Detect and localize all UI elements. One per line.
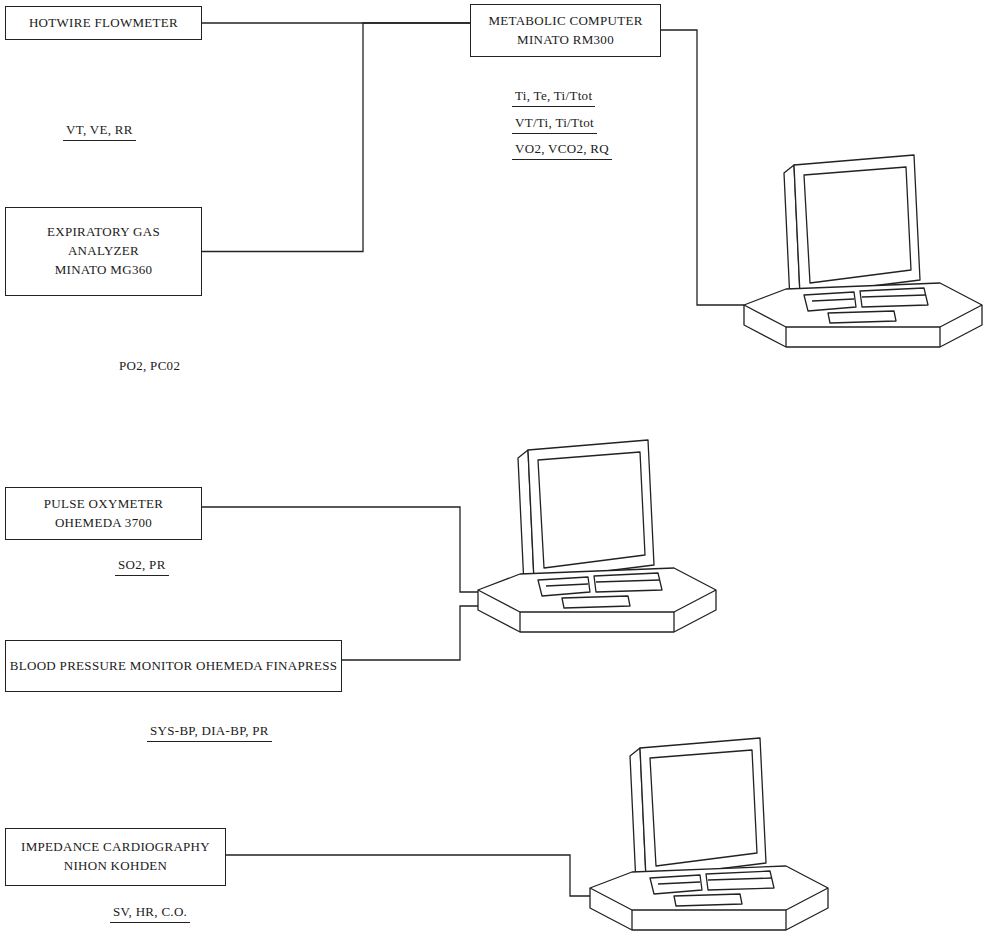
box-label: IMPEDANCE CARDIOGRAPHY NIHON KOHDEN [11,838,221,876]
signal-label: SV, HR, C.O. [110,904,190,923]
cable-line [202,855,590,896]
signal-label: VO2, VCO2, RQ [512,141,612,160]
signal-label: Ti, Te, Ti/Ttot [512,88,595,107]
signal-label: PO2, PC02 [116,358,183,376]
connector-line [202,23,470,252]
analyzer-box: EXPIRATORY GAS ANALYZER MINATO MG360 [5,207,202,296]
cable-line [654,30,744,305]
cable-line [318,606,478,660]
flowmeter-box: HOTWIRE FLOWMETER [5,6,202,40]
cable-line [202,507,478,592]
signal-label: SO2, PR [115,557,169,576]
laptop-symbol [478,440,716,632]
signal-label: VT/Ti, Ti/Ttot [512,115,597,134]
signal-label: VT, VE, RR [63,122,136,141]
computer-box: METABOLIC COMPUTER MINATO RM300 [470,4,661,57]
signal-label: SYS-BP, DIA-BP, PR [147,723,272,742]
box-label: HOTWIRE FLOWMETER [29,14,178,33]
laptop-symbol [744,155,982,347]
monitor-box: BLOOD PRESSURE MONITOR OHEMEDA FINAPRESS [5,640,342,692]
laptop-symbol [590,738,828,930]
oximeter-box: PULSE OXYMETER OHEMEDA 3700 [5,487,202,540]
box-label: EXPIRATORY GAS ANALYZER MINATO MG360 [41,223,166,280]
box-label: BLOOD PRESSURE MONITOR OHEMEDA FINAPRESS [10,657,337,676]
box-label: METABOLIC COMPUTER MINATO RM300 [483,12,648,50]
cardiography-box: IMPEDANCE CARDIOGRAPHY NIHON KOHDEN [5,828,226,886]
connector-line [202,23,470,252]
box-label: PULSE OXYMETER OHEMEDA 3700 [29,495,179,533]
